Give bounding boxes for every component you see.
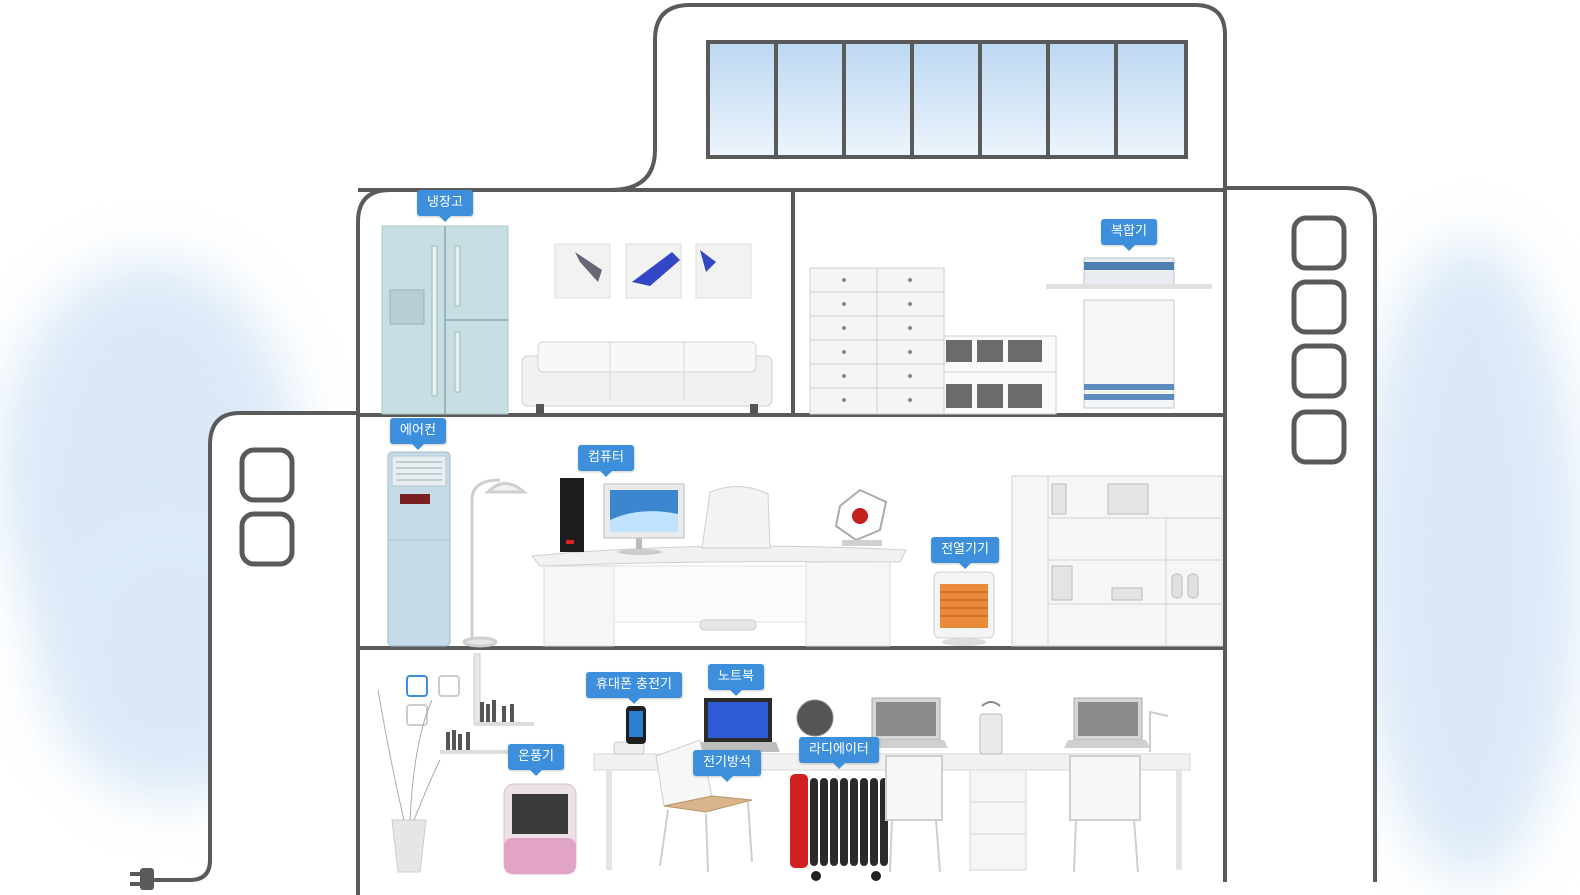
- label-multifunction-printer[interactable]: 복합기: [1101, 219, 1157, 251]
- right-wing-outline: [1225, 186, 1377, 882]
- wall-art: [554, 243, 752, 299]
- router-image: [979, 701, 1003, 755]
- phone-charger-image: [613, 706, 646, 755]
- desk-image: [531, 545, 907, 647]
- plant-vase-image: [377, 689, 441, 873]
- laptop-image-2: [862, 697, 948, 748]
- label-air-conditioner[interactable]: 에어컨: [390, 418, 446, 450]
- label-refrigerator[interactable]: 냉장고: [417, 190, 473, 222]
- bookshelf-image: [1011, 475, 1223, 647]
- electric-heater-image: [933, 571, 995, 646]
- label-electric-heater[interactable]: 전열기기: [931, 537, 999, 569]
- sky-cloud-right: [1360, 240, 1580, 880]
- label-laptop[interactable]: 노트북: [708, 664, 764, 696]
- right-window-4: [1291, 409, 1347, 465]
- computer-image: [560, 478, 685, 555]
- left-window-1: [239, 447, 295, 503]
- multifunction-printer-image: [1046, 257, 1212, 409]
- laptop-image-1: [696, 698, 780, 752]
- air-conditioner-image: [387, 451, 451, 647]
- label-computer[interactable]: 컴퓨터: [578, 445, 634, 477]
- left-window-2: [239, 511, 295, 567]
- right-window-3: [1291, 343, 1347, 399]
- sculpture-image: [834, 488, 888, 546]
- cabinet-image: [809, 267, 1057, 415]
- globe-image: [796, 699, 834, 737]
- fan-heater-image: [503, 783, 577, 875]
- office-chair-image: [699, 486, 771, 631]
- label-phone-charger[interactable]: 휴대폰 충전기: [586, 672, 682, 704]
- radiator-image: [790, 774, 888, 881]
- refrigerator-image: [381, 225, 509, 415]
- right-window-2: [1291, 279, 1347, 335]
- plug-icon: [130, 868, 154, 890]
- label-electric-mat[interactable]: 전기방석: [693, 750, 761, 782]
- left-wing-outline: [152, 411, 358, 882]
- laptop-image-3: [1064, 697, 1169, 752]
- right-window-1: [1291, 215, 1347, 271]
- label-fan-heater[interactable]: 온풍기: [508, 744, 564, 776]
- upper-wing-outline: [356, 3, 1227, 895]
- roof-windows: [706, 40, 1188, 159]
- wall-switches: [406, 675, 460, 726]
- floor-lamp-image: [462, 478, 528, 648]
- label-radiator[interactable]: 라디에이터: [799, 737, 879, 769]
- sofa-image: [521, 341, 773, 414]
- white-chairs-image: [885, 755, 1141, 873]
- wall-shelf-image: [440, 653, 560, 754]
